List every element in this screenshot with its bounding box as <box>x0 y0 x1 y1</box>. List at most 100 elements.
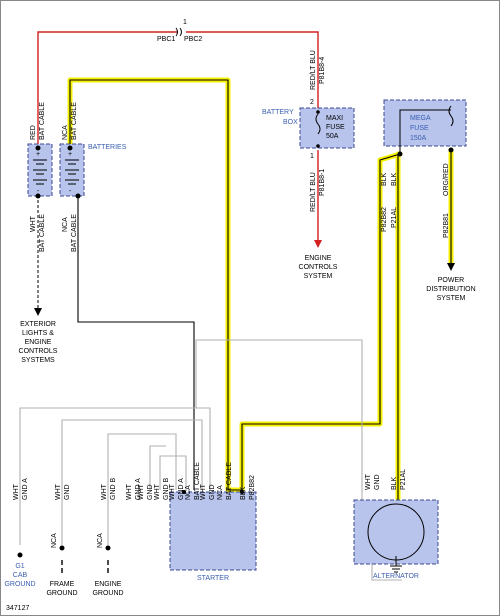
battery-2-pos-terminal <box>67 145 73 151</box>
battery-1-pos-terminal <box>35 145 41 151</box>
svg-text:WHT: WHT <box>126 483 133 500</box>
power-distribution-arrow <box>447 263 455 271</box>
svg-text:WHT: WHT <box>138 483 145 500</box>
bottom-wire-circuit: P81B8-1 <box>319 169 326 196</box>
frame-ground-label-1: FRAME <box>50 581 75 588</box>
connector-right-pin: PBC2 <box>184 36 202 43</box>
mega-fuse-label-2: FUSE <box>410 125 429 132</box>
red-battery-cable <box>37 31 178 148</box>
batteries-label: BATTERIES <box>88 144 127 151</box>
cab-ground-label-2: CAB <box>13 572 28 579</box>
connector-left-pin: PBC1 <box>157 36 175 43</box>
battery-1-neg-terminal <box>35 193 41 199</box>
mega-left-color: BLK <box>381 172 388 186</box>
battery-box-label-1: BATTERY <box>262 109 294 116</box>
svg-text:LIGHTS &: LIGHTS & <box>22 330 54 337</box>
maxi-fuse-pin-bottom <box>316 144 320 148</box>
svg-text:SYSTEM: SYSTEM <box>437 295 466 302</box>
maxi-fuse-pin-top <box>316 110 320 114</box>
ground-wires <box>19 339 402 581</box>
engine-ground-label-2: GROUND <box>92 590 123 597</box>
starter-motor <box>169 491 257 571</box>
maxi-fuse-label-2: FUSE <box>326 124 345 131</box>
svg-text:CONTROLS: CONTROLS <box>19 348 58 355</box>
svg-text:GND A: GND A <box>178 478 185 500</box>
svg-text:SYSTEMS: SYSTEMS <box>21 357 55 364</box>
battery-nca-label: NCA <box>62 125 69 140</box>
battery-2-minus: - <box>69 188 72 195</box>
mega-fuse-bus <box>399 109 451 154</box>
ground-wire-labels: WHT GND A WHT GND WHT GND B NCA NCA <box>13 478 117 549</box>
svg-text:GND: GND <box>147 484 154 500</box>
battery-cells <box>33 159 79 185</box>
starter-ground-terminal <box>182 490 186 494</box>
engine-controls-label: ENGINE CONTROLS SYSTEM <box>299 255 338 280</box>
battery-1-plus: + <box>36 151 40 158</box>
mega-mid-color: BLK <box>391 172 398 186</box>
maxi-fuse-pin-bottom-label: 1 <box>310 153 314 160</box>
power-distribution-label: POWER DISTRIBUTION SYSTEM <box>426 277 475 302</box>
alt-gnd-label: GND <box>374 474 381 490</box>
mega-mid-circuit: P21AL <box>391 207 398 228</box>
svg-text:BAT CABLE: BAT CABLE <box>194 462 201 500</box>
alternator-ground-icon <box>390 565 402 573</box>
battery-red-cable-label: BAT CABLE <box>39 102 46 140</box>
starter-label: STARTER <box>197 575 229 582</box>
svg-text:NCA: NCA <box>185 485 192 500</box>
battery-2-plus: + <box>68 151 72 158</box>
engine-ground-dot <box>105 545 111 551</box>
svg-text:NCA: NCA <box>51 533 58 548</box>
mega-fuse-label-1: MEGA <box>410 115 431 122</box>
bottom-wire-color: RED/LT BLU <box>310 172 317 212</box>
maxi-fuse-pin-top-label: 2 <box>310 99 314 106</box>
alt-p21al-label: P21AL <box>400 469 407 490</box>
svg-text:BLK: BLK <box>240 486 247 500</box>
svg-text:ENGINE: ENGINE <box>305 255 332 262</box>
cab-ground-dot <box>17 552 23 558</box>
svg-text:WHT: WHT <box>55 483 62 500</box>
mega-right-circuit: P82B81 <box>443 213 450 238</box>
svg-text:GND B: GND B <box>110 478 117 501</box>
mega-right-color: ORG/RED <box>443 163 450 196</box>
alternator-label: ALTERNATOR <box>373 573 419 580</box>
engine-controls-arrow <box>314 240 322 248</box>
svg-text:BAT CABLE: BAT CABLE <box>226 462 233 500</box>
mega-fuse-right-terminal <box>448 147 454 153</box>
top-wire-color: RED/LT BLU <box>310 50 317 90</box>
svg-text:WHT: WHT <box>101 483 108 500</box>
nca-bat-cable-negative <box>77 196 195 490</box>
starter-wire-labels: WHT GND A WHT GND WHT GND B WHT GND A NC… <box>126 462 256 500</box>
top-wire-circuit: P81B8-4 <box>319 57 326 84</box>
ground-cable-label: BAT CABLE <box>39 214 46 252</box>
alt-blk-label: BLK <box>391 476 398 490</box>
svg-text:CONTROLS: CONTROLS <box>299 264 338 271</box>
alt-wht-label: WHT <box>365 473 372 490</box>
connector-symbol <box>175 27 182 37</box>
connector-number: 1 <box>183 19 187 26</box>
svg-text:EXTERIOR: EXTERIOR <box>20 321 56 328</box>
ground-wht-label: WHT <box>30 215 37 232</box>
exterior-lights-arrow <box>34 308 42 316</box>
alternator-body <box>353 499 439 565</box>
mega-fuse-label-3: 150A <box>410 135 427 142</box>
svg-text:GND: GND <box>209 484 216 500</box>
neg-nca-label: NCA <box>62 217 69 232</box>
svg-text:WHT: WHT <box>200 483 207 500</box>
frame-ground-dot <box>59 545 65 551</box>
svg-text:DISTRIBUTION: DISTRIBUTION <box>426 286 475 293</box>
engine-ground-label-1: ENGINE <box>95 581 122 588</box>
figure-id: 347127 <box>6 605 29 612</box>
battery-2-neg-terminal <box>75 193 81 199</box>
svg-text:ENGINE: ENGINE <box>25 339 52 346</box>
svg-text:POWER: POWER <box>438 277 464 284</box>
mega-fuse-left-terminal <box>397 151 403 157</box>
battery-box-label-2: BOX <box>283 119 298 126</box>
battery-nca-cable-label: BAT CABLE <box>71 102 78 140</box>
svg-text:GND B: GND B <box>163 478 170 501</box>
svg-text:NCA: NCA <box>97 533 104 548</box>
neg-cable-label: BAT CABLE <box>71 214 78 252</box>
maxi-fuse-element <box>315 113 321 135</box>
starter-bat-terminal <box>240 490 244 494</box>
svg-text:GND A: GND A <box>22 478 29 500</box>
